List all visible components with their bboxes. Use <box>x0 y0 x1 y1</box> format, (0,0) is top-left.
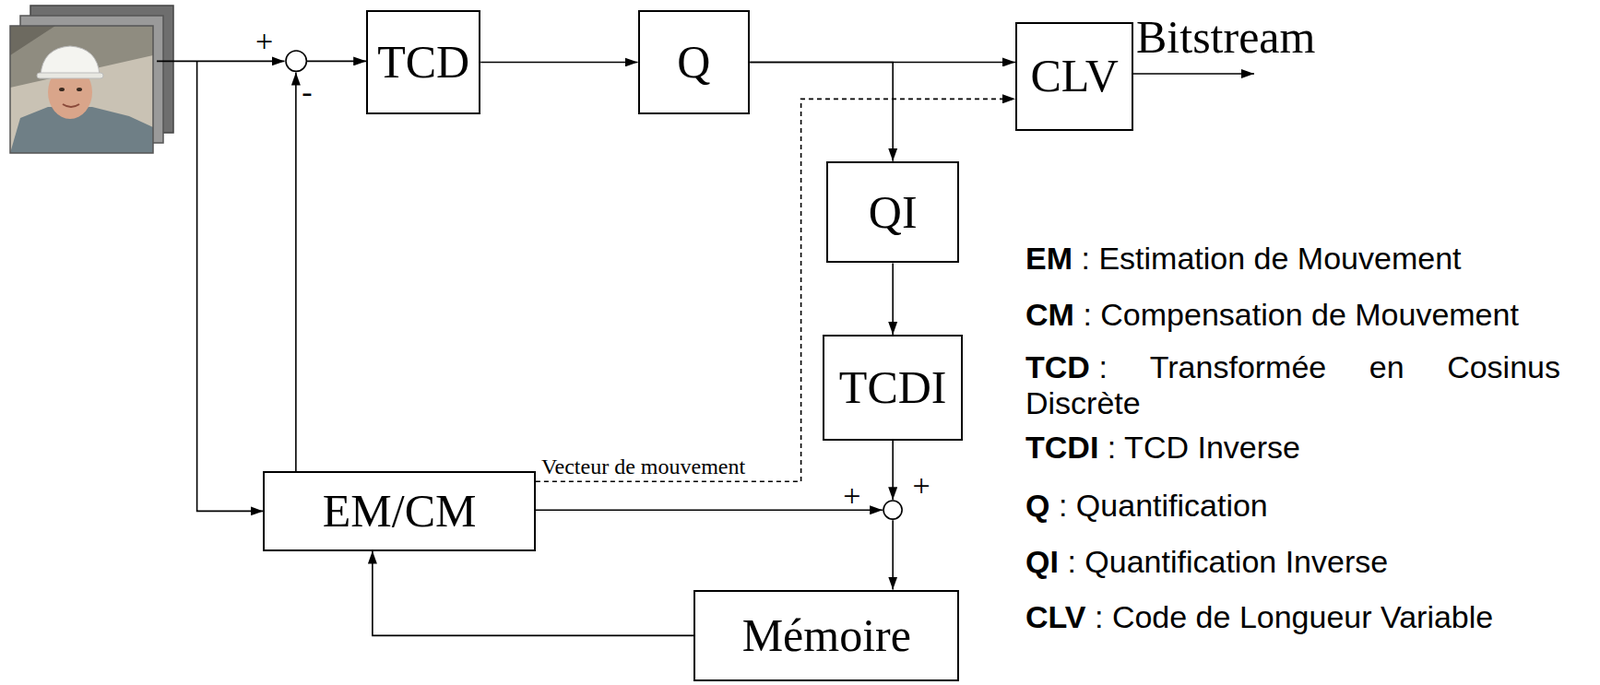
key-definition: : Compensation de Mouvement <box>1082 296 1518 332</box>
video-frame-photo <box>10 25 154 154</box>
key-row: Q: Quantification <box>1025 487 1269 524</box>
key-abbreviation: CM <box>1025 296 1075 332</box>
process-block: TCD <box>366 10 481 115</box>
signal-connector <box>372 551 695 637</box>
input-wire <box>156 60 285 63</box>
signal-connector <box>295 72 297 473</box>
key-definition: : Quantification Inverse <box>1066 544 1388 580</box>
junction-circle <box>883 500 902 520</box>
key-definition: : Estimation de Mouvement <box>1081 240 1462 276</box>
process-block: TCDI <box>822 334 963 441</box>
block-name: QI <box>868 187 918 238</box>
connector-label: Vecteur de mouvement <box>539 454 747 479</box>
block-name: TCDI <box>839 362 948 414</box>
output-wire <box>1132 72 1255 75</box>
photo-eye <box>76 87 83 92</box>
key-row: EM: Estimation de Mouvement <box>1025 240 1461 277</box>
signal-connector <box>749 61 893 161</box>
block-name: EM/CM <box>322 485 477 537</box>
key-definition: : Quantification <box>1058 487 1269 523</box>
process-block: Mémoire <box>693 590 960 683</box>
signal-connector <box>891 440 894 500</box>
front-frame <box>10 25 154 154</box>
key-row: TCDI: TCD Inverse <box>1025 429 1301 466</box>
photo-background <box>10 25 154 154</box>
photo-helmet-brim <box>36 72 104 79</box>
process-block: QI <box>826 161 960 264</box>
key-abbreviation: TCD <box>1025 349 1091 385</box>
photo-helmet <box>40 46 100 76</box>
signal-connector <box>307 60 367 63</box>
photo-eye <box>59 87 65 92</box>
sign-label: + <box>912 470 931 502</box>
key-abbreviation: Q <box>1025 487 1050 523</box>
sign-label: + <box>842 480 861 512</box>
photo-mouth <box>62 104 80 107</box>
block-name: TCD <box>377 36 470 88</box>
junction-circle <box>285 50 307 72</box>
summing-junction: +- <box>284 49 308 72</box>
key-abbreviation: TCDI <box>1025 429 1099 465</box>
key-definition: : TCD Inverse <box>1107 429 1301 465</box>
output-label: Bitstream <box>1136 11 1316 65</box>
key-row: CLV: Code de Longueur Variable <box>1025 599 1494 636</box>
process-block: EM/CM <box>262 471 535 551</box>
sign-label: - <box>301 76 312 108</box>
key-abbreviation: QI <box>1025 544 1059 580</box>
signal-connector <box>891 262 894 334</box>
key-definition: : Code de Longueur Variable <box>1094 599 1494 635</box>
junction-outline <box>284 49 308 72</box>
photo-shadow <box>10 25 56 56</box>
key-row: CM: Compensation de Mouvement <box>1025 296 1519 333</box>
signal-connector <box>891 520 894 590</box>
key-abbreviation: EM <box>1025 240 1073 276</box>
key-row: TCD: Transformée en Cosinus Discrète <box>1025 349 1561 422</box>
key-abbreviation: CLV <box>1025 599 1086 635</box>
signal-connector <box>535 509 883 511</box>
block-name: CLV <box>1030 50 1118 102</box>
summing-junction: ++ <box>882 499 903 521</box>
signal-connector <box>480 61 638 64</box>
key-row: QI: Quantification Inverse <box>1025 544 1388 581</box>
key-definition: : Transformée en Cosinus Discrète <box>1025 349 1561 421</box>
input-branch-wire <box>197 60 264 511</box>
block-name: Q <box>676 36 711 88</box>
block-name: Mémoire <box>742 610 912 662</box>
process-block: CLV <box>1015 22 1134 131</box>
motion-vector-connector <box>535 98 1016 482</box>
sign-label: + <box>255 25 273 58</box>
junction-outline <box>882 499 903 521</box>
photo-beam <box>10 25 154 88</box>
process-block: Q <box>638 10 751 115</box>
